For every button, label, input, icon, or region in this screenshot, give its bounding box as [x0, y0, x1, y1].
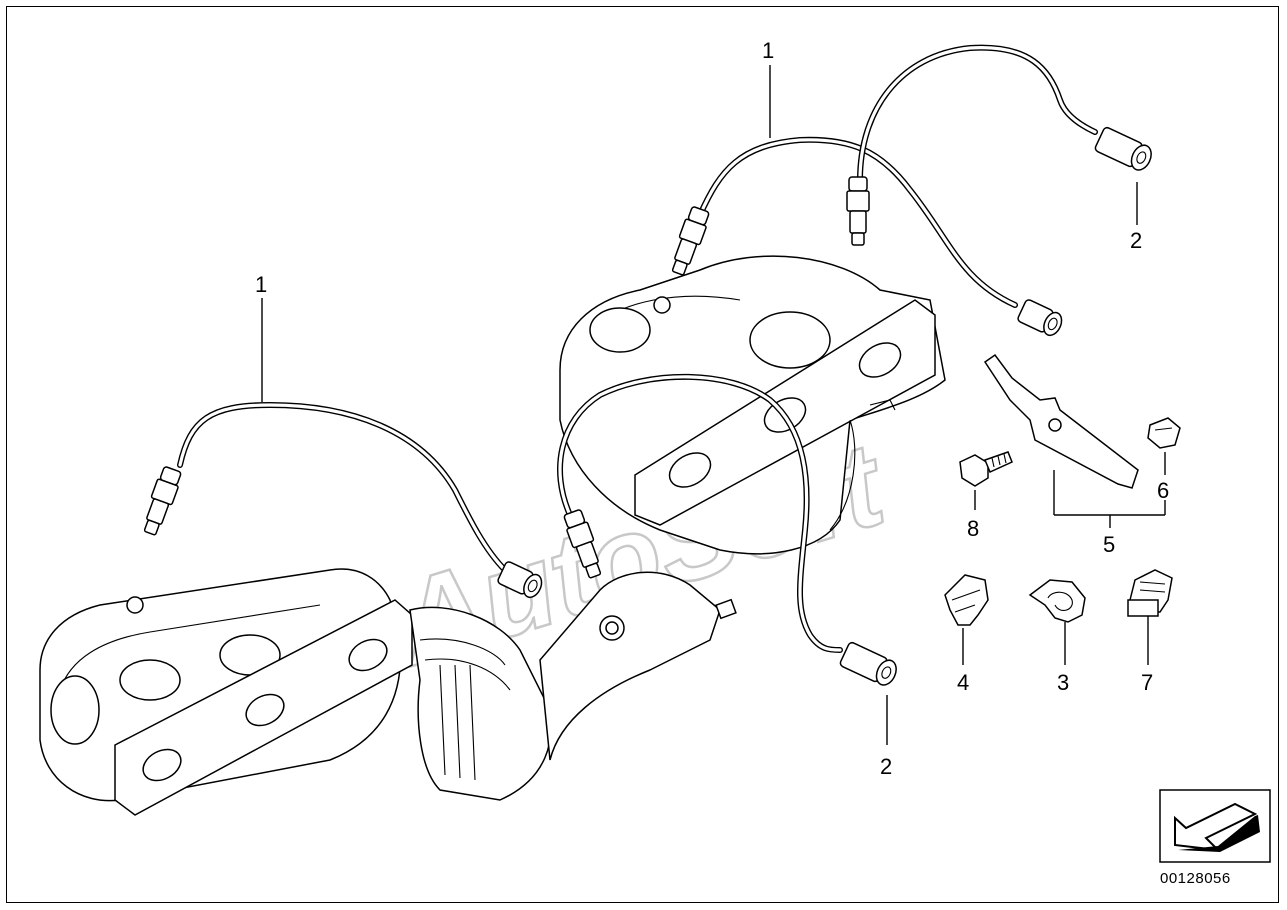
- connector-left: [497, 561, 543, 599]
- holder-part-3: [1028, 579, 1086, 623]
- callout-3: 3: [1057, 670, 1069, 695]
- clip-part-4: [944, 574, 989, 626]
- callout-2-lower: 2: [880, 754, 892, 779]
- sensor-cables: [177, 44, 1098, 653]
- catalytic-converter-right: [559, 255, 946, 555]
- catalytic-converter-left: [39, 568, 737, 816]
- callout-4: 4: [957, 670, 969, 695]
- callout-1-left: 1: [255, 272, 267, 297]
- bracket-part: [983, 353, 1139, 489]
- diagram-frame: [6, 6, 1279, 903]
- callout-2-upper: 2: [1130, 228, 1142, 253]
- callout-1-top: 1: [762, 38, 774, 63]
- oxygen-sensor-middle: [563, 509, 602, 579]
- oxygen-sensor-upper-b: [846, 176, 870, 246]
- clip-part-7: [1127, 569, 1173, 617]
- callout-5: 5: [1103, 532, 1115, 557]
- diagram-number: 00128056: [1160, 870, 1231, 887]
- navigation-arrow-icon[interactable]: [1159, 789, 1271, 863]
- callout-6: 6: [1157, 478, 1169, 503]
- callout-7: 7: [1141, 670, 1153, 695]
- leader-lines: [261, 65, 1166, 745]
- callout-8: 8: [967, 516, 979, 541]
- connector-upper-b: [1094, 126, 1152, 171]
- oxygen-sensor-left: [143, 466, 182, 536]
- bolt-part-8: [959, 451, 1013, 487]
- connector-upper-a: [1017, 299, 1063, 337]
- oxygen-sensor-upper-a: [671, 206, 710, 276]
- clip-part-6: [1147, 417, 1181, 449]
- connector-middle: [839, 641, 897, 686]
